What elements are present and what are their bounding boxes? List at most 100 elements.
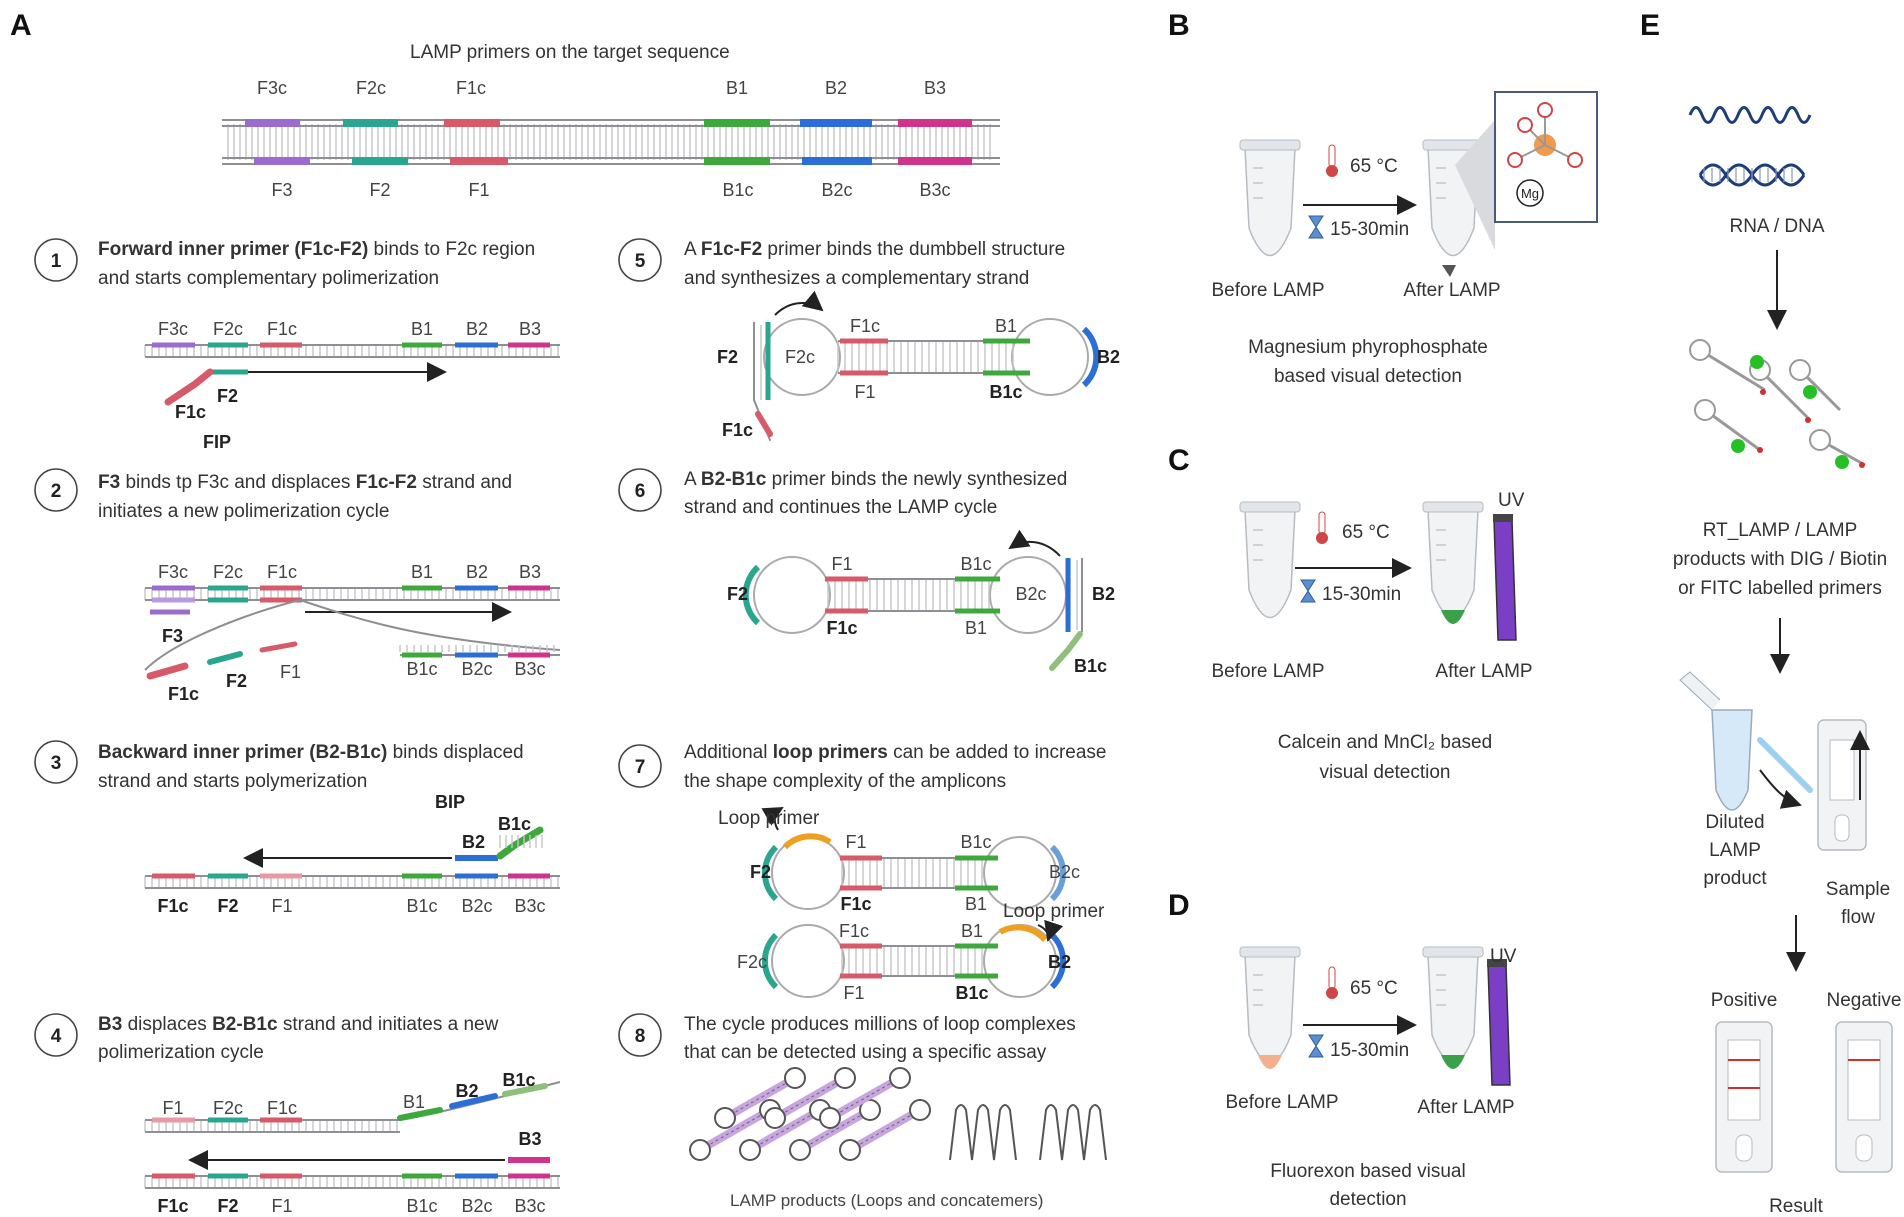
region-label: B1 — [961, 921, 983, 941]
lamp-product-loop — [1809, 429, 1831, 451]
base-pair-rungs — [837, 341, 1014, 373]
tube — [1244, 954, 1296, 1064]
target-sequence-dna — [222, 119, 1000, 165]
sample-well — [1735, 1134, 1753, 1162]
mg-label: Mg — [1521, 186, 1539, 201]
step-text-line2: the shape complexity of the amplicons — [684, 771, 1006, 792]
diluted-tube — [1711, 709, 1753, 811]
step6-labels: F2 F1 F1c B1c B1 B2c B2 B1c — [727, 554, 1115, 676]
uv-label: UV — [1490, 946, 1517, 967]
region-label: B2c — [461, 659, 492, 679]
diluted-label: product — [1703, 868, 1767, 889]
biotin-label — [1760, 389, 1766, 395]
step-text-line1: B3 displaces B2-B1c strand and initiates… — [98, 1014, 499, 1035]
fitc-label — [1750, 355, 1764, 369]
step-text-line2: and starts complementary polimerization — [98, 268, 439, 289]
concatemer-zigzag — [1039, 1104, 1107, 1161]
lamp-product-loop — [1689, 339, 1711, 361]
panel-e-text: RNA / DNA RT_LAMP / LAMP products with D… — [1673, 216, 1902, 1217]
step-number: 8 — [635, 1026, 646, 1047]
primer-label: B2 — [462, 832, 485, 852]
lamp-product-stem — [1699, 348, 1766, 392]
positive-label: Positive — [1711, 990, 1778, 1011]
sample-flow-label: Sample — [1826, 879, 1890, 900]
region-label: B3 — [924, 78, 946, 98]
primer-tail — [207, 651, 243, 665]
tube-liquid — [1258, 1055, 1282, 1069]
region-label: B1 — [995, 316, 1017, 336]
negative-label: Negative — [1827, 990, 1902, 1011]
region-label: F3 — [271, 180, 292, 200]
oxygen-atom — [1517, 117, 1533, 133]
diluted-label: Diluted — [1705, 812, 1764, 833]
loop — [771, 924, 845, 998]
loop — [819, 1107, 841, 1129]
primer-tail — [449, 1093, 498, 1109]
panel-d-illustration — [1239, 946, 1511, 1086]
bip-label: BIP — [435, 792, 465, 812]
step-number: 7 — [635, 757, 646, 778]
hourglass-icon — [1308, 215, 1324, 239]
loop-region — [1049, 844, 1067, 902]
region-label: B1c — [406, 1196, 437, 1216]
region-label: B2 — [455, 1081, 478, 1101]
thermometer-icon — [1328, 144, 1336, 168]
region-label: F2c — [213, 1098, 243, 1118]
tube-graduations — [1253, 167, 1263, 199]
base-pair-rungs — [841, 858, 983, 888]
region-label: B1c — [960, 554, 991, 574]
region-label: F1c — [826, 618, 857, 638]
region-label: B2 — [1092, 584, 1115, 604]
step-text-line2: initiates a new polimerization cycle — [98, 501, 389, 522]
concatemer-rungs — [829, 1077, 901, 1119]
step-4: 4 B3 displaces B2-B1c strand and initiat… — [34, 1013, 499, 1063]
result-window — [1847, 1039, 1881, 1121]
region-label: B2 — [1097, 347, 1120, 367]
thermometer-icon — [1316, 532, 1328, 544]
step3-dna — [144, 826, 560, 889]
temperature-label: 65 °C — [1342, 522, 1390, 543]
loop — [689, 1139, 711, 1161]
lamp-product-loop — [1789, 359, 1811, 381]
loop-region — [761, 844, 779, 902]
region-label: B3c — [514, 1196, 545, 1216]
concatemer-rungs — [799, 1109, 871, 1151]
loop — [983, 836, 1057, 910]
rotation-arrow — [1037, 919, 1064, 942]
region-label: F1 — [280, 662, 301, 682]
primer-label: F2 — [226, 671, 247, 691]
region-label: B3 — [519, 562, 541, 582]
tube-liquid — [1441, 610, 1465, 624]
step-text-line2: polimerization cycle — [98, 1042, 264, 1063]
base-pair-rungs — [841, 946, 983, 976]
step5-dumbbell — [753, 290, 1100, 441]
region-label: F1c — [267, 1098, 297, 1118]
oxygen-atom — [1537, 102, 1553, 118]
temperature-label: 65 °C — [1350, 978, 1398, 999]
tube-lid — [1679, 671, 1721, 711]
primer-label: F3 — [162, 626, 183, 646]
strip-window — [1829, 739, 1855, 801]
region-label: B2c — [461, 1196, 492, 1216]
sample-flow-label: flow — [1841, 907, 1875, 928]
rotation-arrow — [774, 290, 824, 316]
base-pair-rungs — [144, 1120, 398, 1132]
step-text-line1: F3 binds tp F3c and displaces F1c-F2 str… — [98, 472, 512, 493]
region-label: B1 — [726, 78, 748, 98]
step-text-line1: A B2-B1c primer binds the newly synthesi… — [684, 469, 1067, 490]
loop-region — [761, 932, 779, 990]
region-label: F2c — [737, 952, 767, 972]
region-label: B1c — [406, 896, 437, 916]
panel-label-d: D — [1168, 889, 1190, 922]
loop — [739, 1139, 761, 1161]
primer-tail — [259, 641, 298, 653]
step-8: 8 The cycle produces millions of loop co… — [618, 1013, 1076, 1063]
region-label: F1c — [267, 562, 297, 582]
region-label: B1c — [502, 1070, 535, 1090]
concatemer-rungs — [749, 1109, 821, 1151]
step3-labels: BIP B1c B2 F1c F2 F1 B1c B2c B3c — [157, 792, 545, 916]
concatemer-rungs — [849, 1109, 921, 1151]
tube-cap — [1239, 139, 1301, 151]
oxygen-atom — [1567, 152, 1583, 168]
panel-label-c: C — [1168, 444, 1190, 477]
